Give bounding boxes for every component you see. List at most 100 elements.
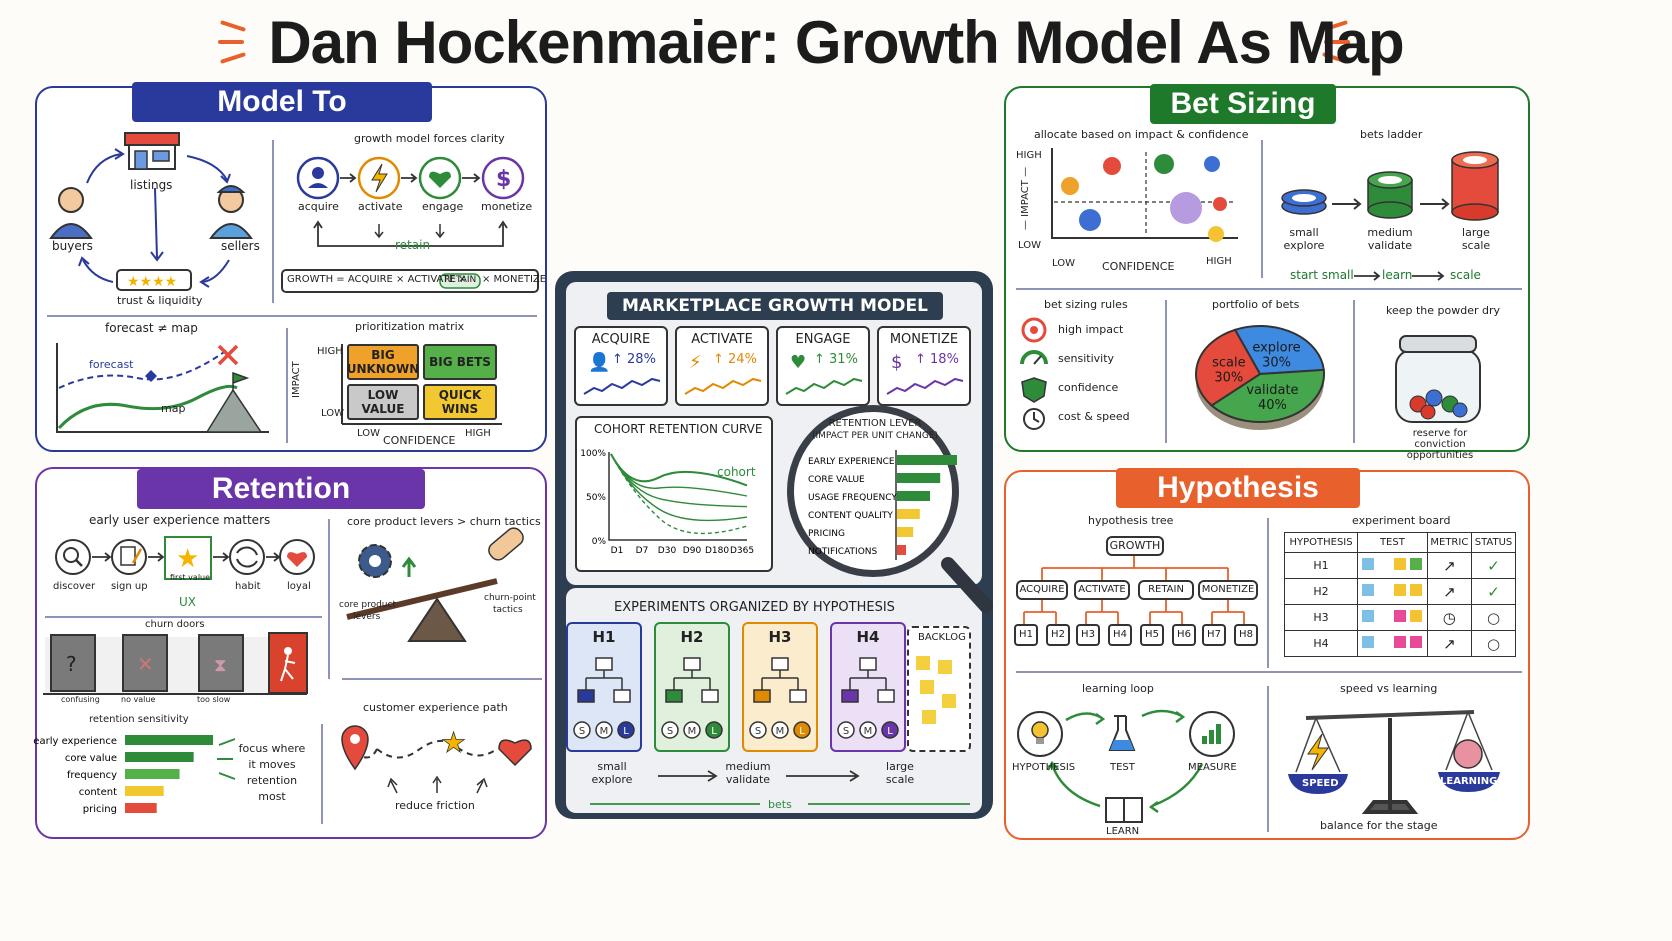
board-row-id: H2	[1283, 578, 1359, 605]
door-no-value: no value	[121, 695, 156, 704]
lever-title-block: RETENTION LEVER(IMPACT PER UNIT CHANGE)	[805, 418, 945, 442]
board-header: METRIC	[1426, 532, 1473, 553]
cohort-ytick: 0%	[592, 537, 607, 547]
magnifier-lens	[787, 405, 959, 577]
kpi-sparkline	[886, 377, 964, 395]
powder-title: keep the powder dry	[1386, 304, 1501, 317]
panel-hyp-title: Hypothesis Tests	[1116, 468, 1360, 544]
kpi-name: MONETIZE	[889, 332, 959, 347]
tree-root: GROWTH	[1106, 536, 1164, 556]
pie-slice	[1233, 325, 1325, 376]
sens-label: frequency	[67, 770, 117, 781]
board-test-cell	[1357, 552, 1428, 579]
sens-label: content	[79, 787, 117, 798]
ladder-medium-1: medium	[1367, 226, 1413, 239]
sensitivity-title: retention sensitivity	[89, 714, 189, 725]
ux-journey-icons: ★	[55, 536, 315, 580]
scatter-point	[1103, 157, 1121, 175]
step-engage: engage	[422, 200, 464, 213]
focus-line-2: it moves	[248, 758, 296, 771]
board-header: TEST	[1357, 532, 1428, 553]
tree-leaf: H4	[1108, 624, 1132, 646]
kpi-sparkline	[583, 377, 661, 395]
store-icon	[124, 132, 180, 170]
panel-model: Model To Understand ★★★★ $	[35, 82, 547, 452]
loop-measure: MEASURE	[1188, 762, 1237, 773]
cohort-xtick: D365	[730, 546, 754, 556]
kpi-value: ↑ 28%	[612, 352, 656, 367]
pie-slice	[1209, 368, 1325, 423]
magnifier-handle	[941, 557, 993, 613]
scatter-point	[1154, 154, 1174, 174]
label-churn-1: churn-point	[484, 593, 536, 603]
matrix-x-low: LOW	[357, 428, 380, 439]
center-title: MARKETPLACE GROWTH MODEL	[607, 292, 943, 320]
rule-impact: high impact	[1058, 323, 1124, 336]
matrix-big-bets: BIG BETS	[423, 344, 497, 380]
flow-small-2: explore	[591, 773, 633, 786]
size-badge: L	[887, 726, 893, 737]
sens-label: early experience	[33, 736, 117, 747]
size-badge: M	[688, 726, 697, 737]
kpi-name: ENGAGE	[795, 332, 851, 347]
scatter-title: allocate based on impact & confidence	[1034, 128, 1249, 141]
pie-label-name: scale	[1212, 356, 1246, 371]
speed-title: speed vs learning	[1340, 682, 1438, 695]
rule-confidence: confidence	[1058, 381, 1119, 394]
board-test-cell	[1357, 604, 1428, 631]
hypothesis-column-title: H2	[680, 628, 704, 646]
matrix-quick-wins: QUICK WINS	[423, 384, 497, 420]
hypothesis-column-title: H1	[592, 628, 616, 646]
matrix-low: LOW	[321, 408, 344, 419]
lever-label: CORE VALUE	[808, 475, 865, 485]
matrix-x-high: HIGH	[465, 428, 491, 439]
size-badge: M	[776, 726, 785, 737]
tree-leaf: H5	[1140, 624, 1164, 646]
matrix-high: HIGH	[317, 346, 343, 357]
tree-monetize: MONETIZE	[1198, 580, 1258, 600]
kpi-card	[877, 326, 971, 406]
size-badge: S	[755, 726, 761, 737]
powder-jar	[1395, 335, 1481, 423]
focus-marks	[217, 738, 236, 780]
label-core-1: core product	[339, 600, 396, 610]
lever-label: PRICING	[808, 529, 845, 539]
tree-lines	[1023, 556, 1245, 624]
label-retain: retain	[395, 238, 431, 252]
lever-label: NOTIFICATIONS	[808, 547, 878, 557]
loop-hypothesis: HYPOTHESIS	[1012, 762, 1076, 773]
ux-step-habit: habit	[235, 581, 261, 592]
seesaw-illustration	[346, 527, 524, 642]
label-trust: trust & liquidity	[117, 294, 203, 307]
size-badge: S	[579, 726, 585, 737]
focus-line-1: focus where	[238, 742, 306, 755]
board-status-icon: ✓	[1471, 552, 1516, 579]
formula-part-2: × MONETIZE	[482, 274, 547, 285]
board-metric-icon: ↗	[1426, 578, 1473, 605]
label-clarity: growth model forces clarity	[354, 132, 505, 145]
scatter-high: HIGH	[1016, 150, 1042, 161]
funnel-step-icons: $	[296, 156, 525, 247]
board-metric-icon: ◷	[1426, 604, 1473, 631]
center-flow-arrows	[590, 770, 970, 805]
lever-bar	[897, 473, 941, 483]
svg-text:?: ?	[66, 652, 77, 676]
label-listings: listings	[130, 178, 173, 192]
size-badge: L	[711, 726, 717, 737]
board-row: H1↗✓	[1283, 552, 1516, 579]
flow-medium-2: validate	[725, 773, 771, 786]
svg-text:✕: ✕	[137, 652, 154, 676]
tree-leaf: H8	[1234, 624, 1258, 646]
cohort-xtick: D1	[611, 546, 624, 556]
svg-text:★: ★	[441, 726, 466, 759]
